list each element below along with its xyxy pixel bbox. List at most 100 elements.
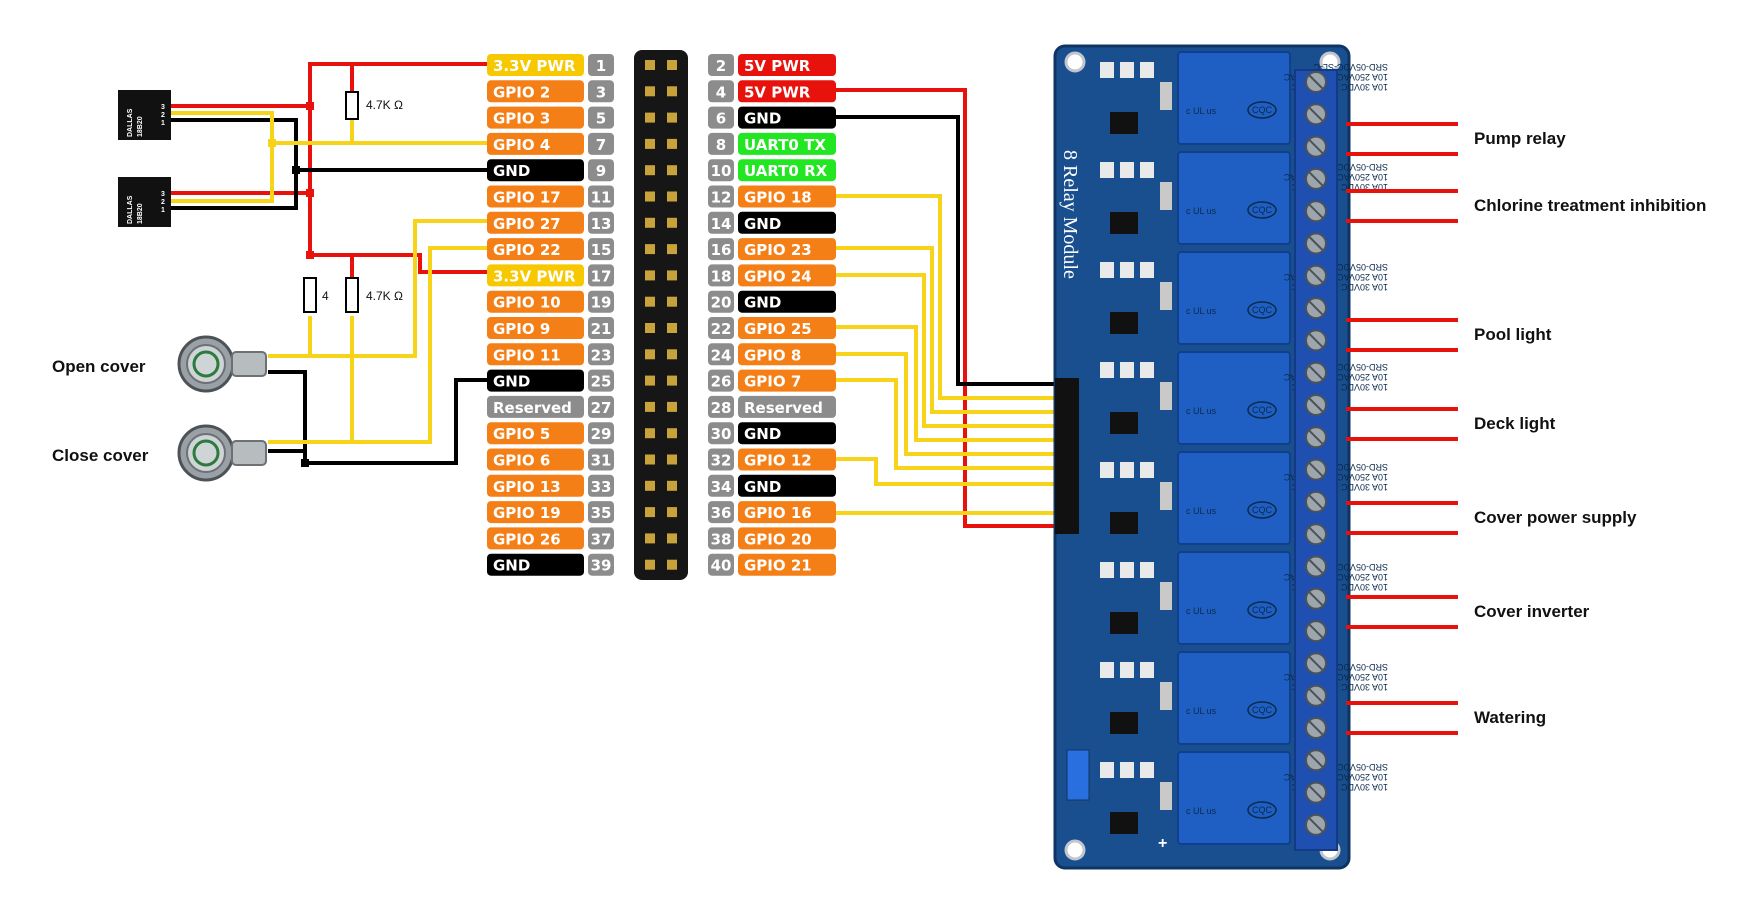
- relay-rating: 10A 30VDC 10A 28VDC: [1291, 782, 1388, 792]
- pin-number: 11: [591, 189, 612, 207]
- pin-label: GPIO 4: [493, 136, 550, 154]
- pin-label: 5V PWR: [744, 83, 811, 101]
- pin-label-box: [487, 553, 584, 576]
- pin-label-box: [487, 395, 584, 418]
- output-label: Cover inverter: [1474, 602, 1590, 621]
- pin-number-badge: [588, 264, 614, 287]
- relay-rating: 10A 30VDC 10A 28VDC: [1291, 382, 1388, 392]
- optocoupler: [1110, 612, 1138, 634]
- smd-part: [1120, 462, 1134, 478]
- smd-part: [1140, 762, 1154, 778]
- relay-model: SRD-05VDC-SL-C: [1313, 762, 1388, 772]
- pin-label: UART0 TX: [744, 136, 826, 154]
- pin-number: 29: [591, 425, 612, 443]
- smd-part: [1100, 462, 1114, 478]
- pin-label: GPIO 8: [744, 346, 801, 364]
- relay-rating: 10A 30VDC 10A 28VDC: [1291, 282, 1388, 292]
- wire-gpio25-in: [836, 325, 1055, 442]
- connector-pin: [667, 217, 677, 228]
- smd-part: [1140, 262, 1154, 278]
- pin-label-box: [738, 317, 836, 339]
- pin-number-badge: [588, 395, 614, 418]
- smd-part: [1140, 562, 1154, 578]
- svg-text:DALLAS: DALLAS: [127, 195, 134, 224]
- relay-ul-mark: c UL us: [1186, 506, 1217, 516]
- wire-gpio24-in: [836, 273, 1055, 428]
- wire-5v-relay: [836, 88, 1055, 528]
- pin-number: 7: [596, 136, 606, 154]
- pin-number: 25: [591, 373, 612, 391]
- open-cover-button: [177, 335, 267, 393]
- wire-gnd-sensor2: [171, 170, 298, 210]
- diode: [1160, 382, 1172, 410]
- relay-model: SRD-05VDC-SL-C: [1313, 662, 1388, 672]
- junction-dot: [306, 189, 314, 197]
- pin-label: GPIO 25: [744, 320, 812, 338]
- close-cover-button: [177, 424, 267, 482]
- pin-label: GPIO 24: [744, 267, 812, 285]
- pin-label-box: [487, 422, 584, 445]
- connector-pin: [667, 349, 677, 360]
- pin-label-box: [487, 238, 584, 261]
- plus-mark: +: [1158, 835, 1167, 852]
- pin-label-box: [738, 211, 836, 234]
- mount-hole: [1064, 51, 1086, 73]
- relay-ul-mark: c UL us: [1186, 806, 1217, 816]
- pin-number: 20: [711, 294, 732, 312]
- pin-number-badge: [588, 317, 614, 339]
- connector-pin: [667, 428, 677, 439]
- connector-pin: [645, 165, 655, 176]
- gpio-pin-left: GPIO 4 7: [487, 132, 614, 155]
- connector-pin: [645, 112, 655, 123]
- resistor-pair: 4 4.7K Ω: [303, 277, 403, 313]
- pin-label-box: [738, 185, 836, 208]
- mount-hole: [1064, 839, 1086, 861]
- pin-label-box: [738, 369, 836, 392]
- pin-number: 23: [591, 346, 612, 364]
- smd-part: [1140, 162, 1154, 178]
- pin-label: GND: [744, 478, 781, 496]
- smd-part: [1120, 62, 1134, 78]
- pin-number: 2: [716, 57, 726, 75]
- smd-part: [1100, 362, 1114, 378]
- pin-label-box: [738, 448, 836, 471]
- svg-text:1: 1: [161, 207, 165, 214]
- wire-gpio18-in: [836, 194, 1055, 400]
- diode: [1160, 582, 1172, 610]
- pin-label-box: [487, 343, 584, 366]
- pin-label: 3.3V PWR: [493, 57, 576, 75]
- pin-label-box: [487, 448, 584, 471]
- pin-label: GPIO 26: [493, 530, 561, 548]
- junction-dot: [292, 166, 300, 174]
- pin-label: GPIO 20: [744, 530, 812, 548]
- pin-number: 22: [711, 320, 732, 338]
- open-cover-label: Open cover: [52, 357, 146, 376]
- connector-pin: [645, 191, 655, 202]
- pin-label-box: [487, 527, 584, 550]
- connector-pin: [667, 323, 677, 333]
- output-item: Pump relay: [1346, 122, 1566, 156]
- pin-number: 38: [711, 530, 732, 548]
- relay-model: SRD-05VDC-SL-C: [1313, 262, 1388, 272]
- connector-pin: [667, 112, 677, 123]
- junction-dot: [306, 251, 314, 259]
- wire-gpio27-open: [268, 219, 487, 358]
- smd-part: [1140, 62, 1154, 78]
- pin-label-box: [487, 159, 584, 182]
- output-item: Chlorine treatment inhibition: [1346, 189, 1706, 223]
- pin-label: GPIO 13: [493, 478, 561, 496]
- pin-number: 13: [591, 215, 612, 233]
